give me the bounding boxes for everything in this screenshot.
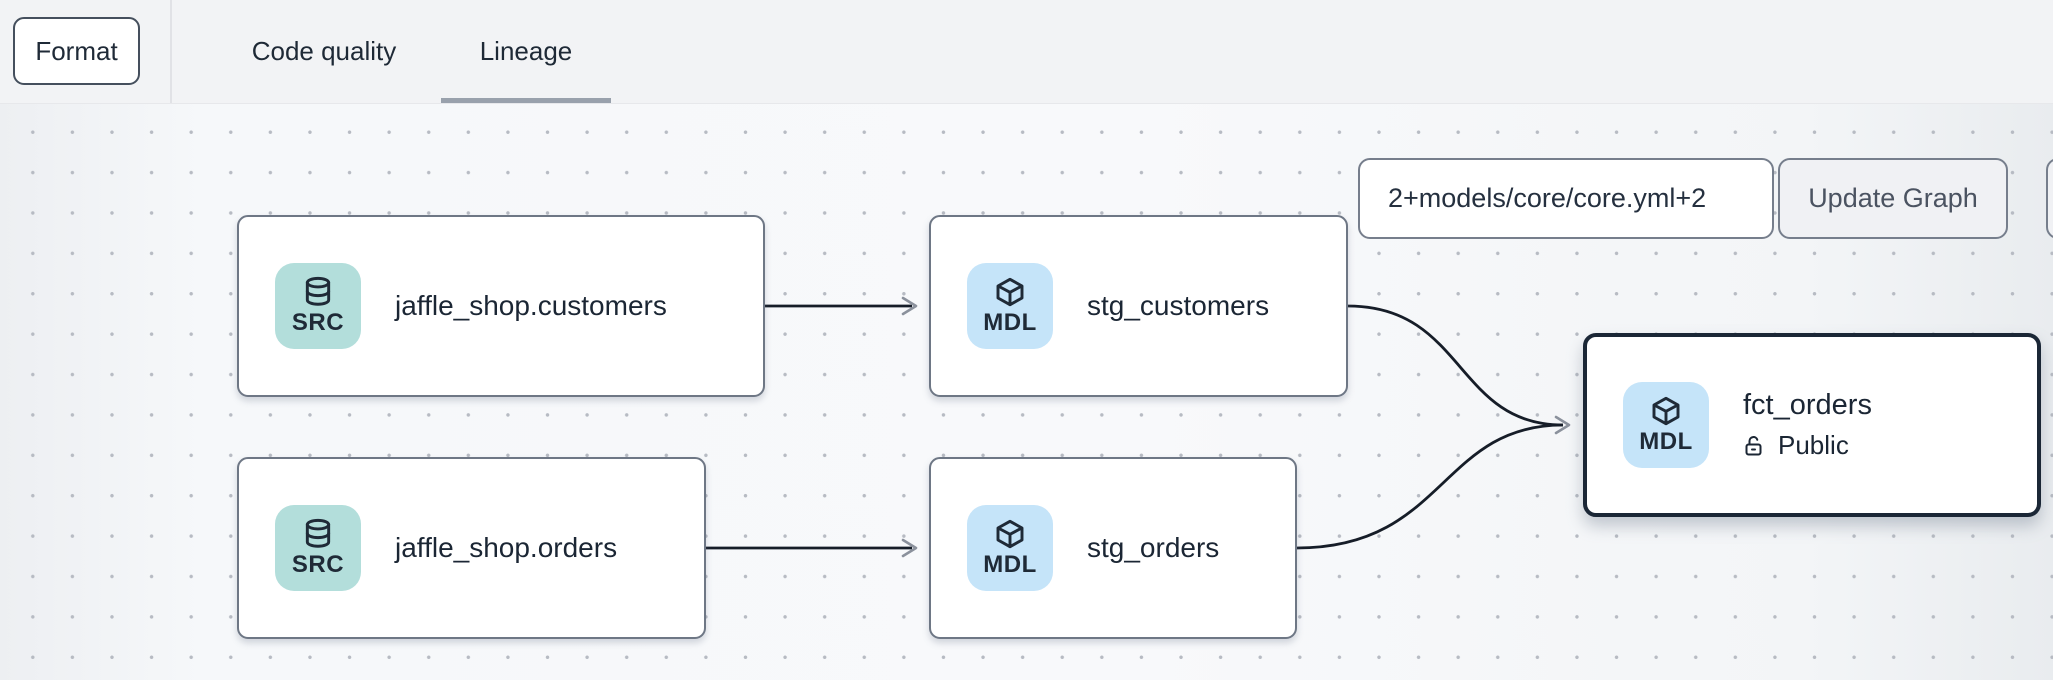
arrowhead-icon — [901, 538, 918, 558]
lineage-canvas[interactable]: SRC jaffle_shop.customers MDL stg_custom… — [0, 103, 2053, 680]
format-button[interactable]: Format — [13, 17, 140, 85]
lineage-node-stg-customers[interactable]: MDL stg_customers — [929, 215, 1348, 397]
lineage-selector-input[interactable]: 2+models/core/core.yml+2 — [1358, 158, 1774, 239]
node-label: stg_customers — [1087, 290, 1270, 321]
edge-stg-customers-to-fct-orders[interactable] — [1347, 304, 1564, 427]
cube-icon — [996, 277, 1024, 306]
node-label: stg_orders — [1087, 532, 1220, 563]
top-toolbar: Format Code quality Lineage — [0, 0, 2053, 104]
cube-icon — [1652, 396, 1680, 425]
tab-lineage[interactable]: Lineage — [479, 36, 573, 66]
database-icon — [305, 276, 331, 306]
badge-label: SRC — [291, 550, 345, 578]
lineage-node-jaffle-shop-customers[interactable]: SRC jaffle_shop.customers — [237, 215, 765, 397]
lineage-node-jaffle-shop-orders[interactable]: SRC jaffle_shop.orders — [237, 457, 706, 639]
model-badge: MDL — [1623, 382, 1709, 468]
badge-label: MDL — [1639, 427, 1693, 455]
active-tab-underline — [441, 98, 611, 103]
access-label: Public — [1778, 430, 1849, 460]
badge-label: MDL — [983, 550, 1037, 578]
lineage-node-fct-orders[interactable]: MDL fct_orders Public — [1583, 333, 2041, 517]
tab-code-quality[interactable]: Code quality — [251, 36, 397, 66]
model-badge: MDL — [967, 263, 1053, 349]
node-label: jaffle_shop.customers — [395, 290, 667, 321]
lineage-edges — [706, 296, 1571, 558]
update-graph-button[interactable]: Update Graph — [1778, 158, 2008, 239]
unlock-icon — [1745, 435, 1762, 455]
source-badge: SRC — [275, 263, 361, 349]
badge-label: SRC — [291, 308, 345, 336]
source-badge: SRC — [275, 505, 361, 591]
cube-icon — [996, 519, 1024, 548]
clipped-edge-button[interactable] — [2046, 158, 2053, 239]
model-badge: MDL — [967, 505, 1053, 591]
arrowhead-icon — [1554, 415, 1571, 435]
toolbar-divider — [170, 0, 172, 103]
node-label: jaffle_shop.orders — [395, 532, 618, 563]
badge-label: MDL — [983, 308, 1037, 336]
arrowhead-icon — [901, 296, 918, 316]
lineage-node-stg-orders[interactable]: MDL stg_orders — [929, 457, 1297, 639]
database-icon — [305, 518, 331, 548]
access-row: Public — [1743, 430, 1872, 461]
node-label: fct_orders — [1743, 389, 1872, 421]
edge-stg-orders-to-fct-orders[interactable] — [1296, 423, 1564, 550]
